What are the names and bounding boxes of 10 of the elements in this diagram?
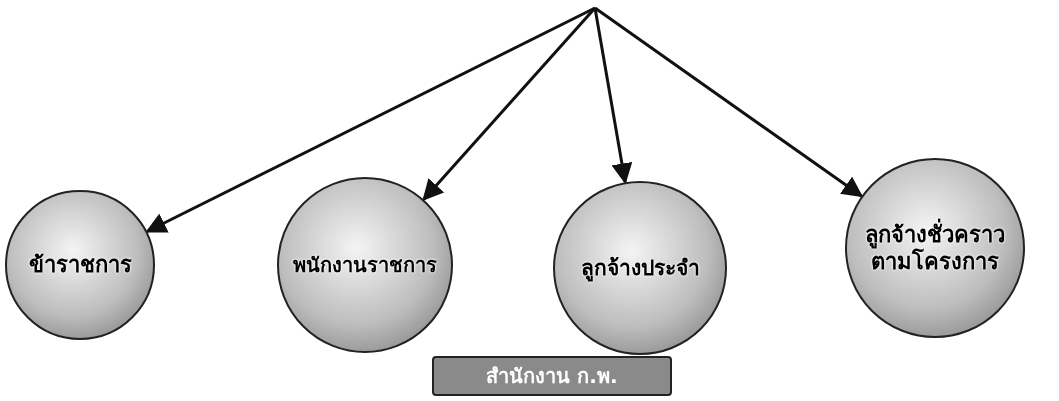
category-label: ลูกจ้างชั่วคราวตามโครงการ: [865, 220, 1005, 276]
category-label: ข้าราชการ: [28, 251, 132, 279]
arrow: [593, 7, 633, 185]
category-label: ลูกจ้างประจำ: [580, 254, 700, 282]
arrow: [594, 6, 864, 198]
arrow: [422, 7, 597, 201]
category-label: พนักงานราชการ: [293, 252, 437, 278]
source-label-box: [432, 356, 672, 396]
source-label: สำนักงาน ก.พ.: [486, 363, 618, 389]
arrow: [145, 6, 596, 233]
